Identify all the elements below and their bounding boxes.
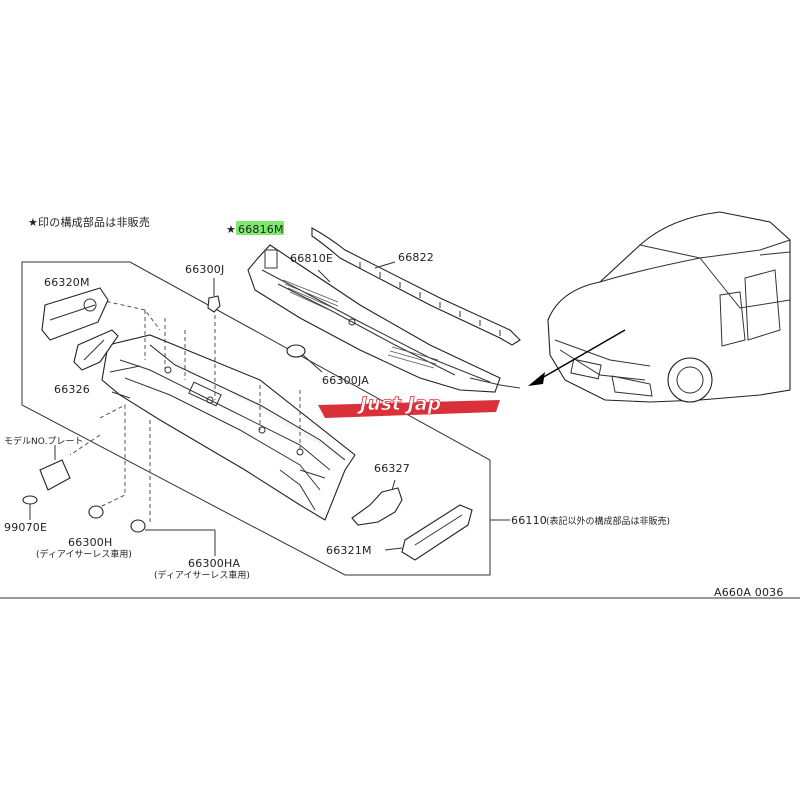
label-model-plate: モデルNO.プレート: [4, 435, 83, 447]
label-99070e: 99070E: [4, 521, 47, 534]
label-66300ha: 66300HA: [188, 557, 240, 570]
label-66321m: 66321M: [326, 544, 372, 557]
label-66300ja: 66300JA: [322, 374, 369, 387]
label-66326: 66326: [54, 383, 90, 396]
grommet-66300ha: [130, 519, 216, 556]
label-66327: 66327: [374, 462, 410, 475]
star-66816m: ★: [226, 223, 236, 236]
label-66810e: 66810E: [290, 252, 333, 265]
diagram-code: A660A 0036: [714, 586, 784, 599]
bracket-66320m: [41, 287, 109, 341]
label-66320m: 66320M: [44, 276, 90, 289]
note-66110: (表記以外の構成部品は非販売): [546, 515, 670, 527]
label-66822: 66822: [398, 251, 434, 264]
leader-66822: [374, 261, 396, 269]
bracket-66321m: [384, 504, 473, 561]
seal-66326: [73, 329, 119, 371]
screw-99070e: [22, 495, 38, 520]
label-66300j: 66300J: [185, 263, 224, 276]
watermark-logo: Just Jap: [318, 393, 500, 418]
header-note: ★印の構成部品は非販売: [28, 215, 150, 229]
note-66300h: (ディアイサーレス車用): [36, 548, 132, 560]
weatherstrip-66822: [311, 227, 521, 346]
car-illustration: [547, 211, 791, 403]
cowl-top-cover: [247, 244, 521, 393]
direction-arrow: [528, 329, 626, 386]
note-66300ha: (ディアイサーレス車用): [154, 569, 250, 581]
label-66110: 66110: [511, 514, 547, 527]
grommet-66300h: [88, 505, 104, 519]
cowl-top-panel-66110: [101, 334, 356, 521]
watermark-swoosh: [318, 400, 500, 418]
watermark-text: Just Jap: [356, 393, 441, 415]
highlight-66816m: [236, 221, 284, 235]
label-66300h: 66300H: [68, 536, 112, 549]
dashed-leaders: [69, 299, 301, 525]
label-66816m: 66816M: [238, 223, 284, 236]
assembly-box-outline: [21, 261, 491, 576]
model-plate-part: [39, 445, 71, 491]
leader-66810e: [317, 269, 331, 283]
seal-66327: [351, 479, 403, 526]
cap-66300ja: [286, 344, 323, 373]
clip-66300j: [207, 278, 221, 313]
